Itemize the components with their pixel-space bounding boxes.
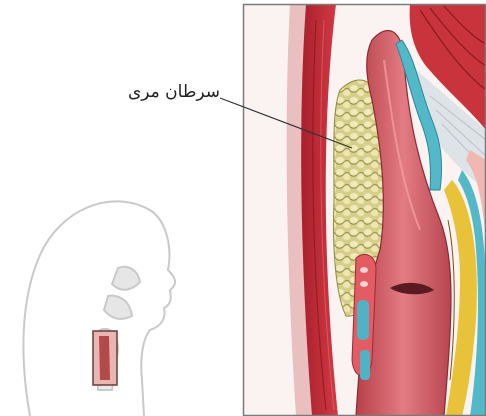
esophageal-cancer-label: سرطان مری — [100, 82, 220, 112]
esophagus-location-mark — [99, 336, 110, 380]
magnified-panel — [243, 4, 486, 416]
